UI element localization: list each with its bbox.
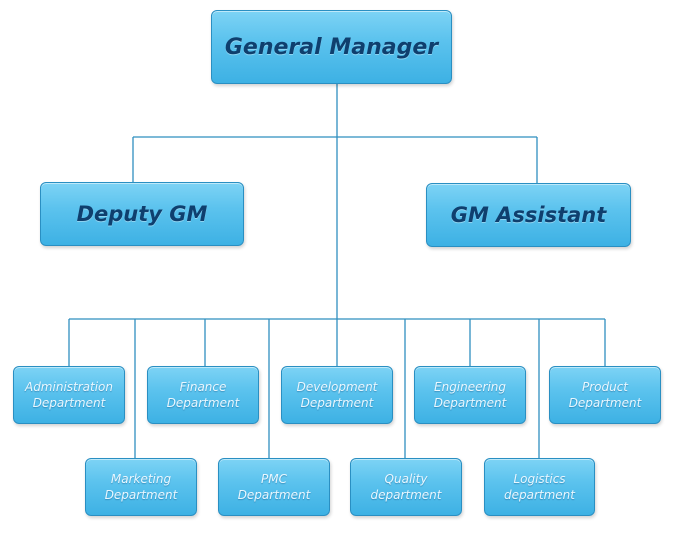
gm-assistant-box: GM Assistant [426,183,631,247]
pmc-department-box: PMC Department [218,458,330,516]
department-label: Engineering Department [433,380,507,410]
finance-department-box: Finance Department [147,366,259,424]
development-department-box: Development Department [281,366,393,424]
department-label: PMC Department [237,472,311,502]
engineering-department-box: Engineering Department [414,366,526,424]
logistics-department-box: Logistics department [484,458,595,516]
quality-department-box: Quality department [350,458,462,516]
department-label: Finance Department [166,380,240,410]
department-label: Administration Department [24,380,114,410]
gm-assistant-label: GM Assistant [450,203,607,227]
department-label: Product Department [568,380,642,410]
product-department-box: Product Department [549,366,661,424]
administration-department-box: Administration Department [13,366,125,424]
marketing-department-box: Marketing Department [85,458,197,516]
general-manager-box: General Manager [211,10,452,84]
department-label: Quality department [370,472,442,502]
department-label: Marketing Department [104,472,178,502]
general-manager-label: General Manager [224,34,439,60]
department-label: Development Department [296,380,378,410]
department-label: Logistics department [504,472,575,502]
deputy-gm-box: Deputy GM [40,182,244,246]
deputy-gm-label: Deputy GM [76,202,208,226]
